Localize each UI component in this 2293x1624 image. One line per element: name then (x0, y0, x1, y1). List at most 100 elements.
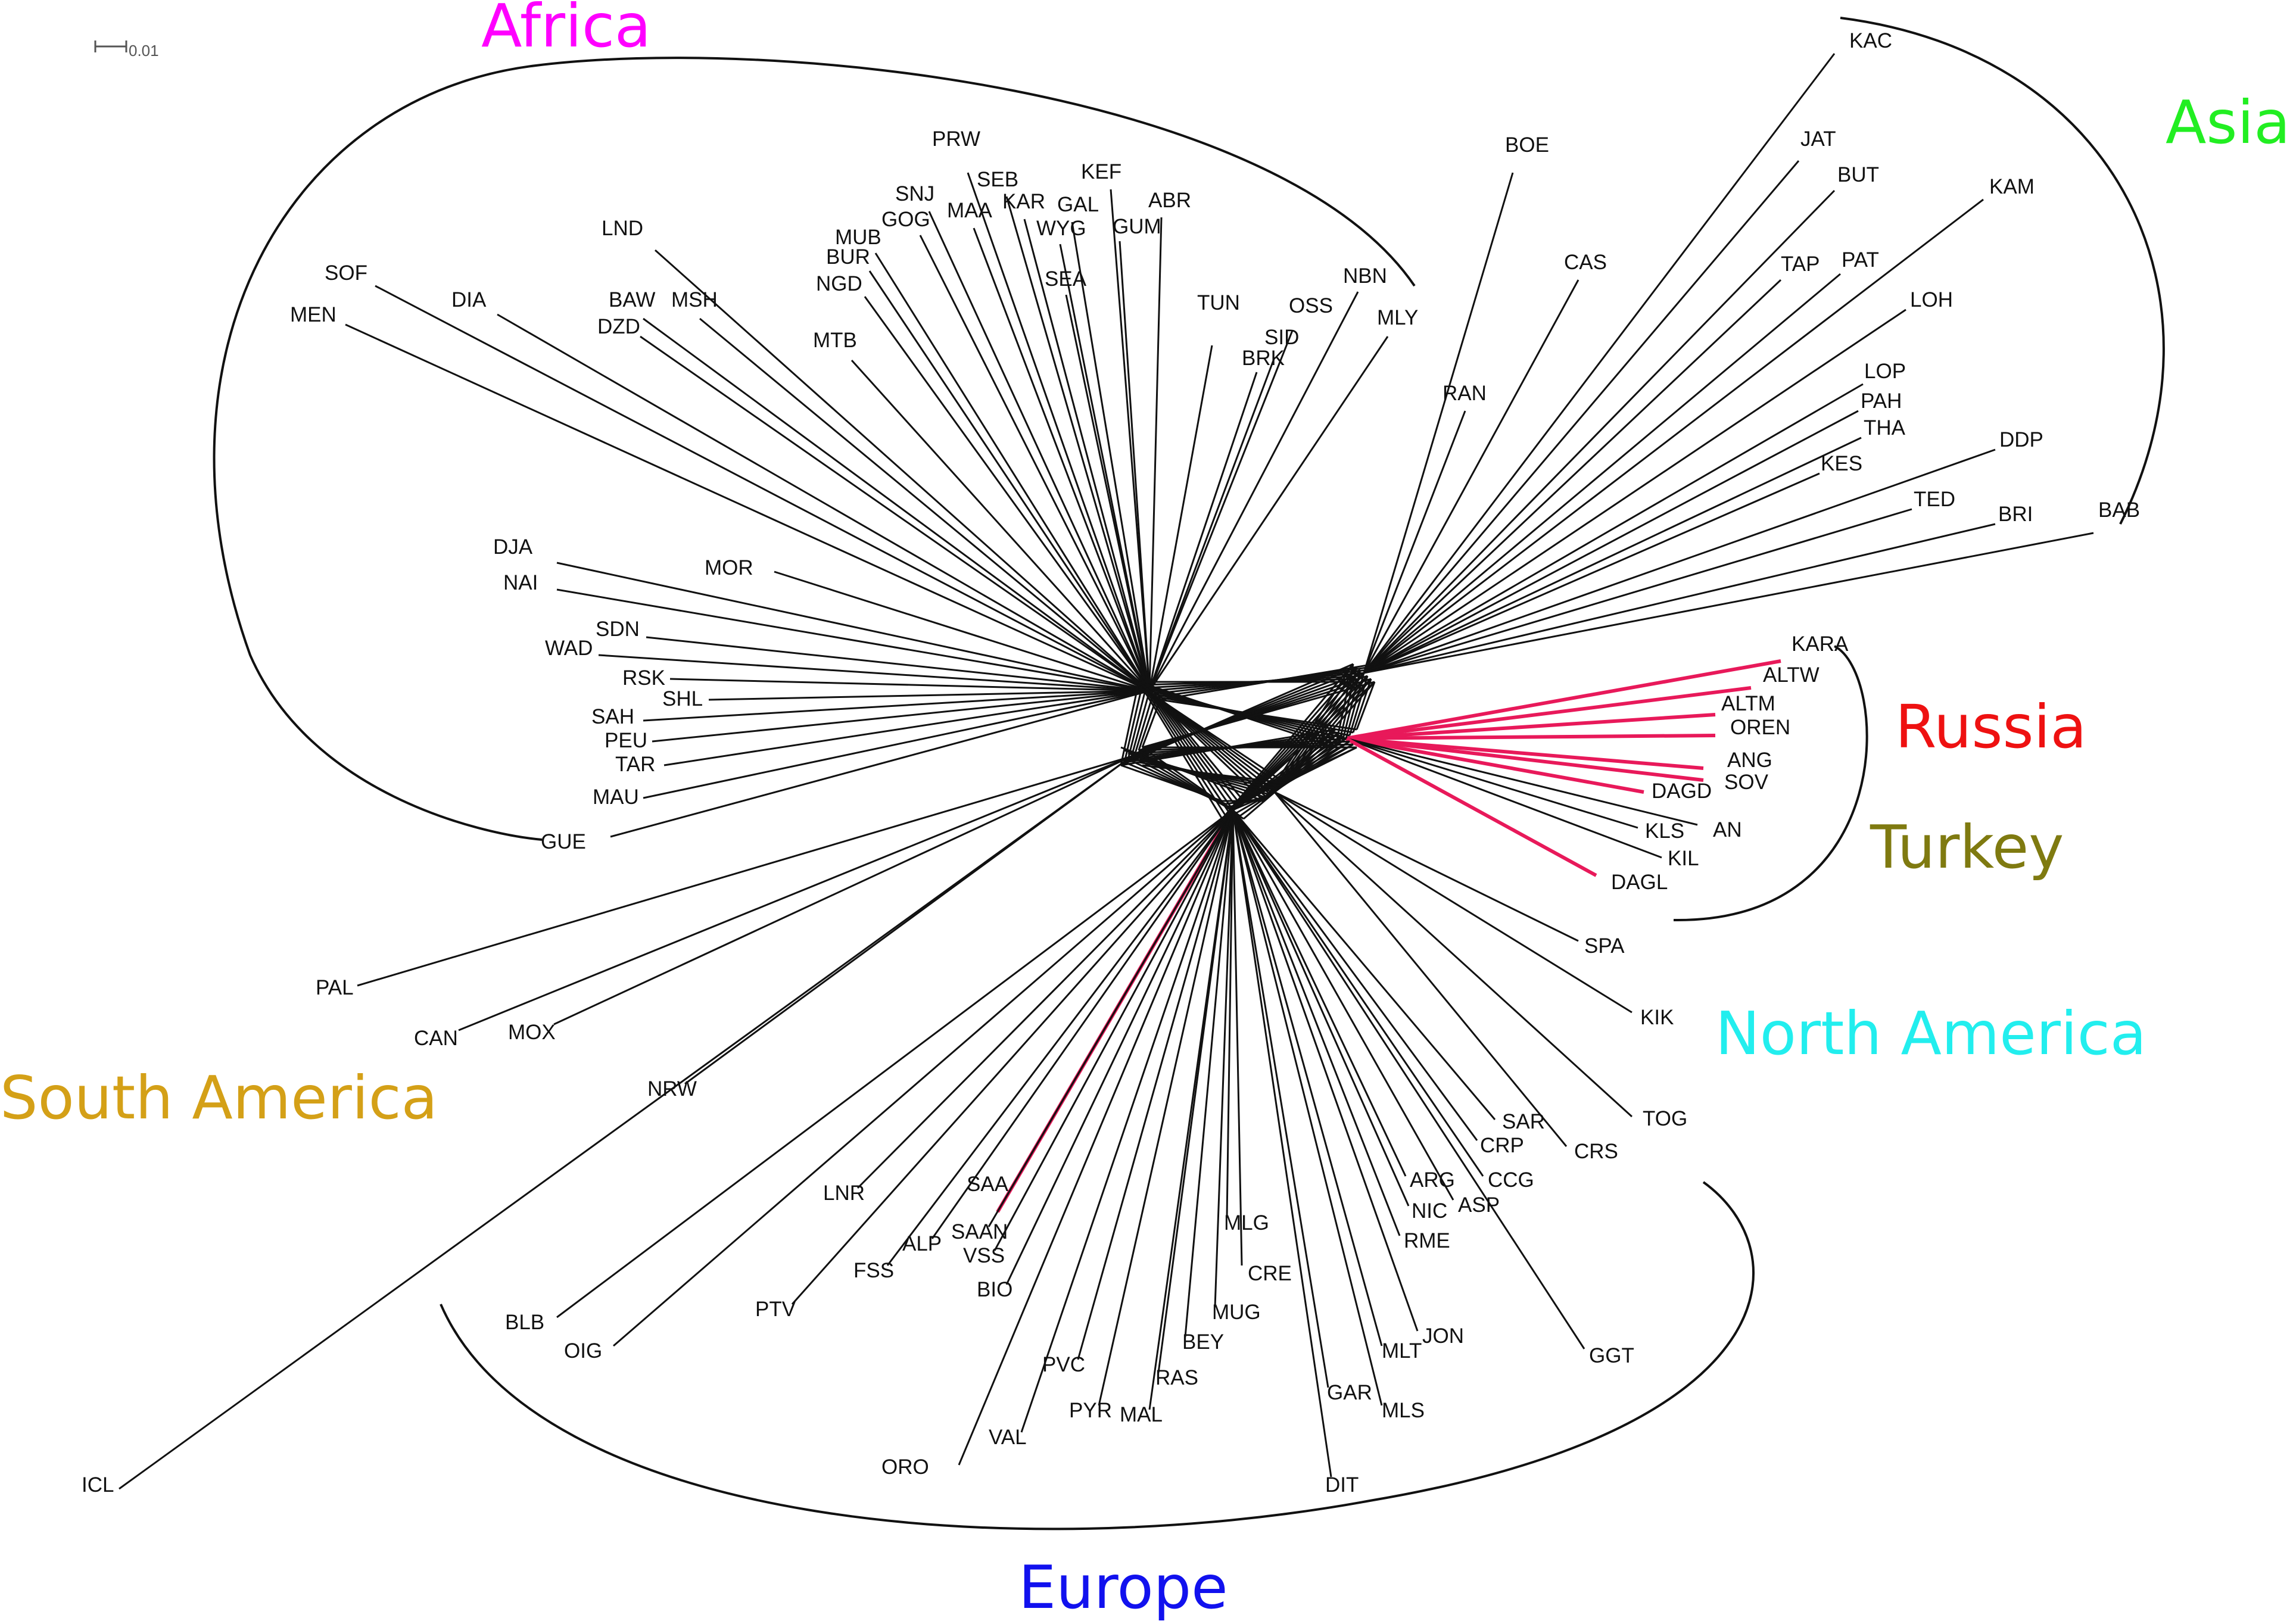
taxon-label-sah: SAH (591, 705, 634, 728)
edge-abr (1148, 217, 1163, 691)
scale-bar: 0.01 (94, 40, 159, 60)
edge-mlt (1232, 809, 1383, 1346)
region-turkey: Turkey (1870, 812, 2064, 882)
edge-ted (1363, 508, 1912, 674)
taxon-label-sar: SAR (1502, 1110, 1545, 1133)
edge-shl (708, 690, 1150, 701)
edge-blb (556, 809, 1233, 1318)
edge-bri (1363, 523, 1996, 674)
network-core (1120, 663, 1376, 820)
edge-msh (699, 317, 1150, 692)
taxon-label-dzd: DZD (597, 315, 640, 338)
taxon-label-mau: MAU (593, 785, 639, 809)
edge-kes (1363, 472, 1820, 674)
edge-ang (1345, 737, 1704, 770)
taxon-label-mor: MOR (705, 556, 753, 579)
edge-kam (1363, 198, 1984, 674)
taxon-label-msh: MSH (671, 288, 718, 311)
taxon-label-maa: MAA (947, 199, 993, 222)
edge-mor (774, 571, 1150, 692)
taxon-label-gal: GAL (1057, 193, 1099, 216)
edge-gal (1071, 222, 1151, 691)
edge-sdn (646, 636, 1150, 692)
edge-fss (886, 809, 1234, 1266)
taxon-label-sdn: SDN (596, 618, 640, 641)
edge-dit (1232, 809, 1332, 1478)
edge-ddp (1363, 448, 1996, 674)
taxon-label-dagd: DAGD (1652, 780, 1712, 803)
taxon-label-nai: NAI (503, 571, 538, 594)
region-europe: Europe (1018, 1553, 1228, 1622)
taxon-label-pyr: PYR (1069, 1399, 1112, 1422)
edge-alp (931, 809, 1234, 1239)
edge-pah (1363, 410, 1859, 674)
taxon-label-alp: ALP (902, 1232, 942, 1255)
edge-asp (1232, 809, 1454, 1201)
edge-pat (1363, 273, 1841, 674)
taxon-label-bur: BUR (826, 245, 870, 269)
edge-nic (1232, 809, 1410, 1207)
core-split-line (1142, 681, 1375, 749)
taxon-label-cas: CAS (1564, 251, 1607, 274)
edge-mug (1214, 809, 1234, 1308)
edge-kac (1363, 53, 1836, 674)
edge-mtb (850, 359, 1151, 692)
edge-altw (1345, 686, 1752, 740)
edge-baw (643, 317, 1150, 692)
taxon-label-val: VAL (989, 1426, 1027, 1449)
taxon-label-dia: DIA (451, 288, 487, 311)
taxon-label-saa: SAA (967, 1173, 1009, 1196)
taxon-label-bab: BAB (2098, 498, 2140, 522)
edge-ptv (791, 809, 1234, 1305)
taxon-label-vss: VSS (963, 1244, 1005, 1267)
taxon-label-prw: PRW (932, 127, 980, 151)
taxon-label-shl: SHL (662, 687, 703, 710)
scale-bar-label: 0.01 (129, 42, 159, 60)
taxon-label-mox: MOX (508, 1021, 556, 1044)
taxon-label-kar: KAR (1002, 190, 1045, 213)
taxon-label-men: MEN (290, 303, 337, 326)
taxon-label-kara: KARA (1792, 632, 1849, 656)
taxon-label-ccg: CCG (1488, 1168, 1534, 1192)
taxon-label-bri: BRI (1998, 503, 2033, 526)
taxon-label-pvc: PVC (1042, 1353, 1085, 1376)
edge-vss (993, 809, 1234, 1251)
taxon-label-mlt: MLT (1382, 1339, 1422, 1363)
edge-kef (1110, 189, 1151, 691)
edge-jat (1363, 160, 1800, 674)
edge-saan (987, 809, 1234, 1227)
taxon-label-cre: CRE (1248, 1262, 1292, 1285)
taxon-label-dagl: DAGL (1611, 871, 1668, 894)
edge-gog (919, 235, 1151, 691)
edge-tha (1363, 437, 1862, 674)
edge-gue (610, 690, 1150, 838)
taxon-label-oren: OREN (1730, 716, 1790, 739)
edge-bur (868, 270, 1151, 691)
taxon-label-nrw: NRW (647, 1077, 697, 1101)
edge-crp (1232, 809, 1478, 1141)
network-edges (119, 53, 2094, 1490)
edge-dagl (1345, 737, 1597, 877)
edge-lnd (655, 249, 1150, 692)
edge-bey (1184, 809, 1234, 1338)
taxon-label-lnd: LND (602, 217, 643, 240)
edge-tar (663, 690, 1150, 766)
taxon-label-saan: SAAN (951, 1220, 1008, 1243)
core-split-line (1243, 782, 1286, 820)
core-split-line (1138, 678, 1372, 752)
taxon-label-ngd: NGD (816, 272, 862, 295)
taxon-label-peu: PEU (605, 729, 647, 752)
core-split-line (1127, 687, 1147, 760)
taxon-label-mub: MUB (835, 226, 881, 249)
edge-spa (1274, 791, 1579, 942)
edge-crs (1273, 791, 1568, 1147)
edge-peu (652, 690, 1150, 743)
edge-prw (967, 172, 1151, 691)
core-split-line (1120, 681, 1140, 766)
taxon-label-kef: KEF (1081, 160, 1121, 183)
edge-gum (1119, 241, 1151, 691)
edge-pyr (1098, 809, 1234, 1406)
